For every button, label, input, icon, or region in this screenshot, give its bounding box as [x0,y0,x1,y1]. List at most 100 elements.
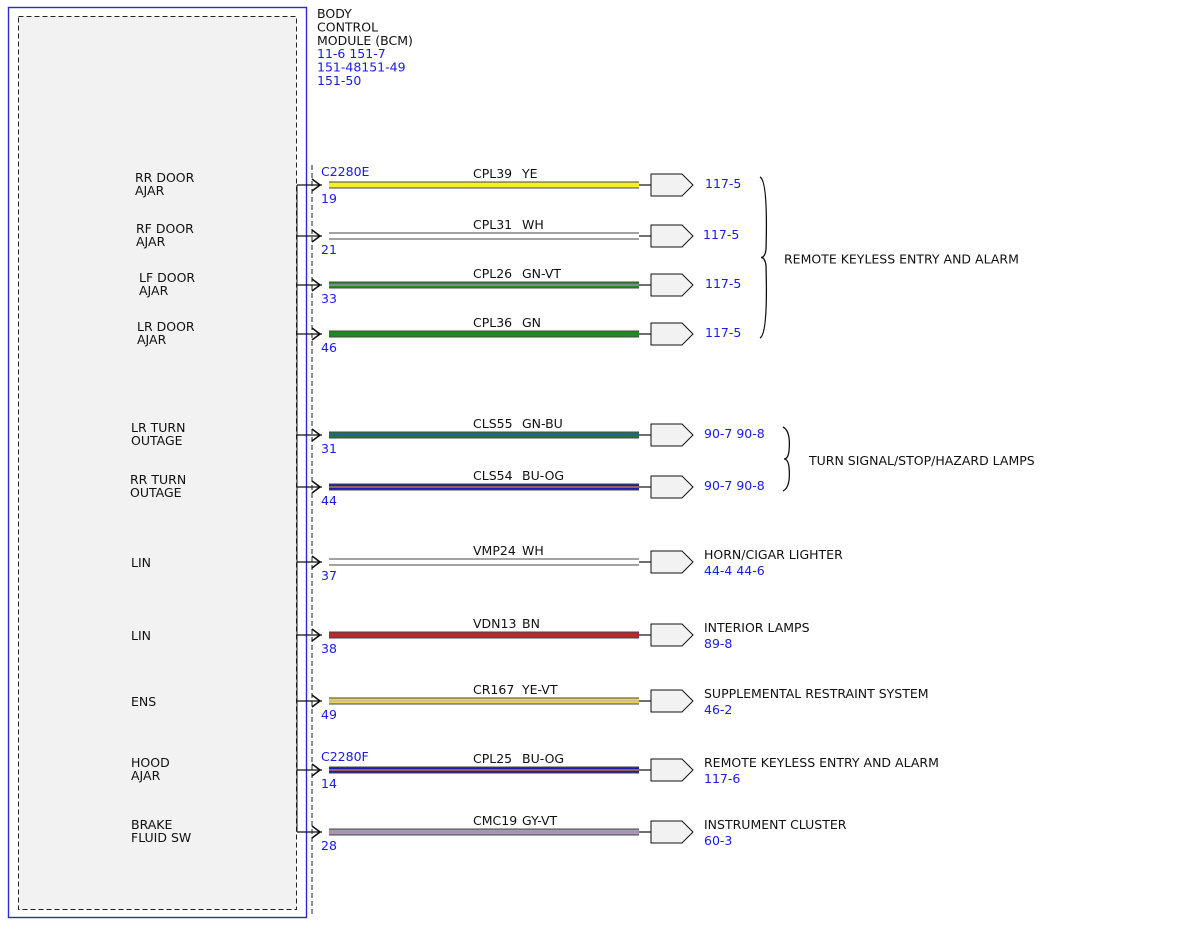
destination-ref: 46-2 [704,702,732,717]
wire-stripe [329,284,639,286]
destination-arrow-icon [650,322,694,346]
destination-name: INTERIOR LAMPS [704,620,810,635]
wire-color-code: YE [521,166,538,181]
pin-number: 28 [321,838,337,853]
circuit-id: CPL26 [473,266,512,281]
destination-ref: 117-6 [704,771,740,786]
destination-name: HORN/CIGAR LIGHTER [704,547,843,562]
terminal-icon [311,480,322,494]
connector-id: C2280F [321,749,369,764]
destination-ref: 117-5 [703,227,739,242]
module-ref-line: 151-50 [317,73,361,88]
module-title-line: MODULE (BCM) [317,33,413,48]
group-brace: TURN SIGNAL/STOP/HAZARD LAMPS [782,426,1035,492]
destination-arrow-icon [650,623,694,647]
wire-stripe [329,831,639,833]
terminal-icon [311,229,322,243]
module-ref-line: 151-48151-49 [317,60,406,75]
destination-name: REMOTE KEYLESS ENTRY AND ALARM [704,755,939,770]
function-label: AJAR [137,332,167,347]
circuit-id: CR167 [473,682,514,697]
wire-color-code: BU-OG [522,751,564,766]
module-ref-line: 11-6 151-7 [317,46,386,61]
circuit-id: CLS54 [473,468,513,483]
destination-arrow-icon [650,224,694,248]
wire-color-code: BU-OG [522,468,564,483]
pin-number: 49 [321,707,337,722]
destination-arrow-icon [650,689,694,713]
group-label: TURN SIGNAL/STOP/HAZARD LAMPS [808,453,1035,468]
destination-arrow-icon [650,423,694,447]
destination-arrow-icon [650,173,694,197]
wire-stripe [329,700,639,702]
terminal-icon [311,628,322,642]
function-label: RR TURN [130,472,186,487]
destination-name: INSTRUMENT CLUSTER [704,817,847,832]
destination-arrow-icon [650,273,694,297]
wire-stripe [329,769,639,771]
function-label: ENS [131,694,156,709]
pin-number: 44 [321,493,337,508]
wire-fill [329,233,639,239]
function-label: HOOD [131,755,170,770]
function-label: OUTAGE [130,485,182,500]
function-label: OUTAGE [131,433,183,448]
function-label: LIN [131,555,151,570]
destination-name: SUPPLEMENTAL RESTRAINT SYSTEM [704,686,929,701]
function-label: AJAR [139,283,169,298]
destination-arrow-icon [650,758,694,782]
wire-color-code: BN [522,616,540,631]
circuit-id: CPL36 [473,315,512,330]
function-label: BRAKE [131,817,173,832]
brace-icon [759,176,768,339]
destination-arrow-icon [650,475,694,499]
wire-stripe [329,434,639,436]
pin-number: 38 [321,641,337,656]
group-label: REMOTE KEYLESS ENTRY AND ALARM [784,252,1019,267]
group-layer: REMOTE KEYLESS ENTRY AND ALARM TURN SIGNA… [759,176,1035,492]
terminal-icon [311,555,322,569]
module-layer [7,6,313,919]
function-label: AJAR [135,183,165,198]
pin-number: 14 [321,776,337,791]
pin-number: 37 [321,568,337,583]
circuit-id: CLS55 [473,416,513,431]
destination-ref: 44-4 44-6 [704,563,765,578]
wire-color-code: WH [522,217,544,232]
wire-color-code: GN [522,315,541,330]
brace-icon [782,426,791,492]
function-label: LIN [131,628,151,643]
terminal-icon [311,278,322,292]
module-title-line: BODY [317,6,352,21]
terminal-icon [311,763,322,777]
function-label: LR TURN [131,420,185,435]
terminal-icon [311,178,322,192]
destination-ref: 90-7 90-8 [704,426,765,441]
function-label: RF DOOR [136,221,194,236]
group-brace: REMOTE KEYLESS ENTRY AND ALARM [759,176,1019,339]
destination-ref: 117-5 [705,176,741,191]
function-label: LF DOOR [139,270,195,285]
wire-color-code: GN-BU [522,416,563,431]
wire-color-code: GN-VT [522,266,561,281]
circuit-id: VMP24 [473,543,516,558]
pin-number: 21 [321,242,337,257]
wire-color-code: GY-VT [522,813,558,828]
wire-fill [329,182,639,188]
circuit-id: VDN13 [473,616,516,631]
terminal-icon [311,825,322,839]
destination-arrow-icon [650,820,694,844]
circuit-id: CMC19 [473,813,517,828]
